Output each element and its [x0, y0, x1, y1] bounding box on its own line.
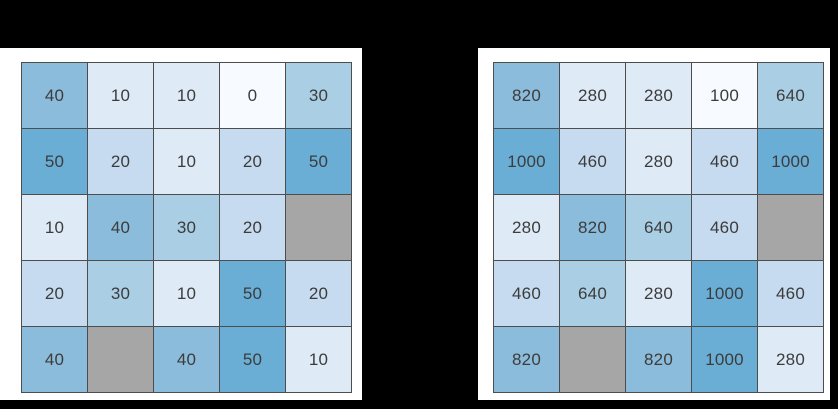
left-heatmap-cell: 30 [154, 195, 219, 260]
right-heatmap-cell: 280 [626, 63, 691, 128]
left-heatmap-cell: 50 [220, 261, 285, 326]
right-heatmap-cell: 1000 [692, 327, 757, 392]
left-heatmap-cell: 10 [154, 261, 219, 326]
right-heatmap-cell: 460 [692, 195, 757, 260]
left-heatmap-cell: 50 [22, 129, 87, 194]
right-heatmap-cell: 280 [494, 195, 559, 260]
right-heatmap-cell: 820 [494, 327, 559, 392]
right-heatmap-cell: 640 [626, 195, 691, 260]
right-heatmap-cell: 460 [692, 129, 757, 194]
right-heatmap-cell: 280 [758, 327, 823, 392]
left-heatmap-cell: 40 [22, 327, 87, 392]
left-heatmap-cell: 10 [22, 195, 87, 260]
left-heatmap-cell: 20 [220, 195, 285, 260]
right-heatmap-cell: 280 [626, 129, 691, 194]
left-heatmap-cell: 40 [154, 327, 219, 392]
right-heatmap-cell: 820 [560, 195, 625, 260]
right-heatmap-cell: 640 [758, 63, 823, 128]
left-heatmap-cell: 50 [286, 129, 351, 194]
right-heatmap-cell: 820 [626, 327, 691, 392]
left-heatmap-cell: 20 [22, 261, 87, 326]
left-heatmap-cell: 10 [88, 63, 153, 128]
right-heatmap-cell: 100 [692, 63, 757, 128]
left-heatmap-cell: 50 [220, 327, 285, 392]
right-heatmap-cell-missing [758, 195, 823, 260]
left-heatmap-cell: 10 [286, 327, 351, 392]
right-heatmap-cell: 820 [494, 63, 559, 128]
left-heatmap-cell: 10 [154, 129, 219, 194]
left-heatmap-cell: 40 [22, 63, 87, 128]
left-heatmap-cell-missing [286, 195, 351, 260]
right-heatmap-cell-missing [560, 327, 625, 392]
left-heatmap-cell: 30 [286, 63, 351, 128]
left-heatmap-cell: 40 [88, 195, 153, 260]
right-heatmap-cell: 1000 [758, 129, 823, 194]
left-heatmap-cell: 20 [88, 129, 153, 194]
right-heatmap-cell: 1000 [494, 129, 559, 194]
left-heatmap-cell-missing [88, 327, 153, 392]
right-heatmap-cell: 280 [626, 261, 691, 326]
left-heatmap-cell: 0 [220, 63, 285, 128]
right-heatmap-cell: 640 [560, 261, 625, 326]
left-heatmap-cell: 30 [88, 261, 153, 326]
right-heatmap-cell: 280 [560, 63, 625, 128]
right-heatmap-cell: 460 [494, 261, 559, 326]
right-heatmap-cell: 460 [758, 261, 823, 326]
left-heatmap-cell: 20 [220, 129, 285, 194]
left-heatmap-cell: 10 [154, 63, 219, 128]
right-heatmap-cell: 1000 [692, 261, 757, 326]
left-heatmap-cell: 20 [286, 261, 351, 326]
right-heatmap-cell: 460 [560, 129, 625, 194]
